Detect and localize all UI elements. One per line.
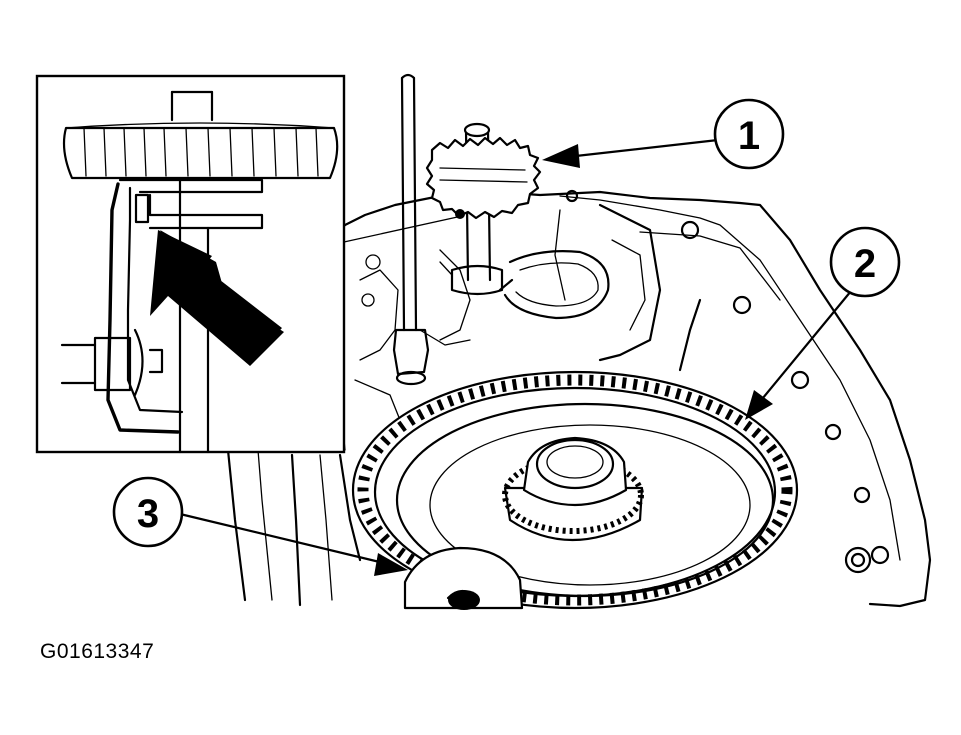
transmission-case: [226, 188, 932, 608]
detail-inset: [35, 74, 346, 454]
callout-3: 3: [112, 476, 184, 548]
figure-code: G01613347: [40, 640, 155, 663]
output-bearing: [403, 546, 524, 610]
callout-1-label: 1: [738, 114, 760, 158]
callout-1: 1: [713, 98, 785, 170]
callout-2-label: 2: [854, 242, 876, 286]
leader-lines: [178, 138, 858, 576]
callout-3-label: 3: [137, 492, 159, 536]
callout-2: 2: [829, 226, 901, 298]
shift-rod: [392, 73, 430, 386]
small-gear: [425, 122, 610, 320]
